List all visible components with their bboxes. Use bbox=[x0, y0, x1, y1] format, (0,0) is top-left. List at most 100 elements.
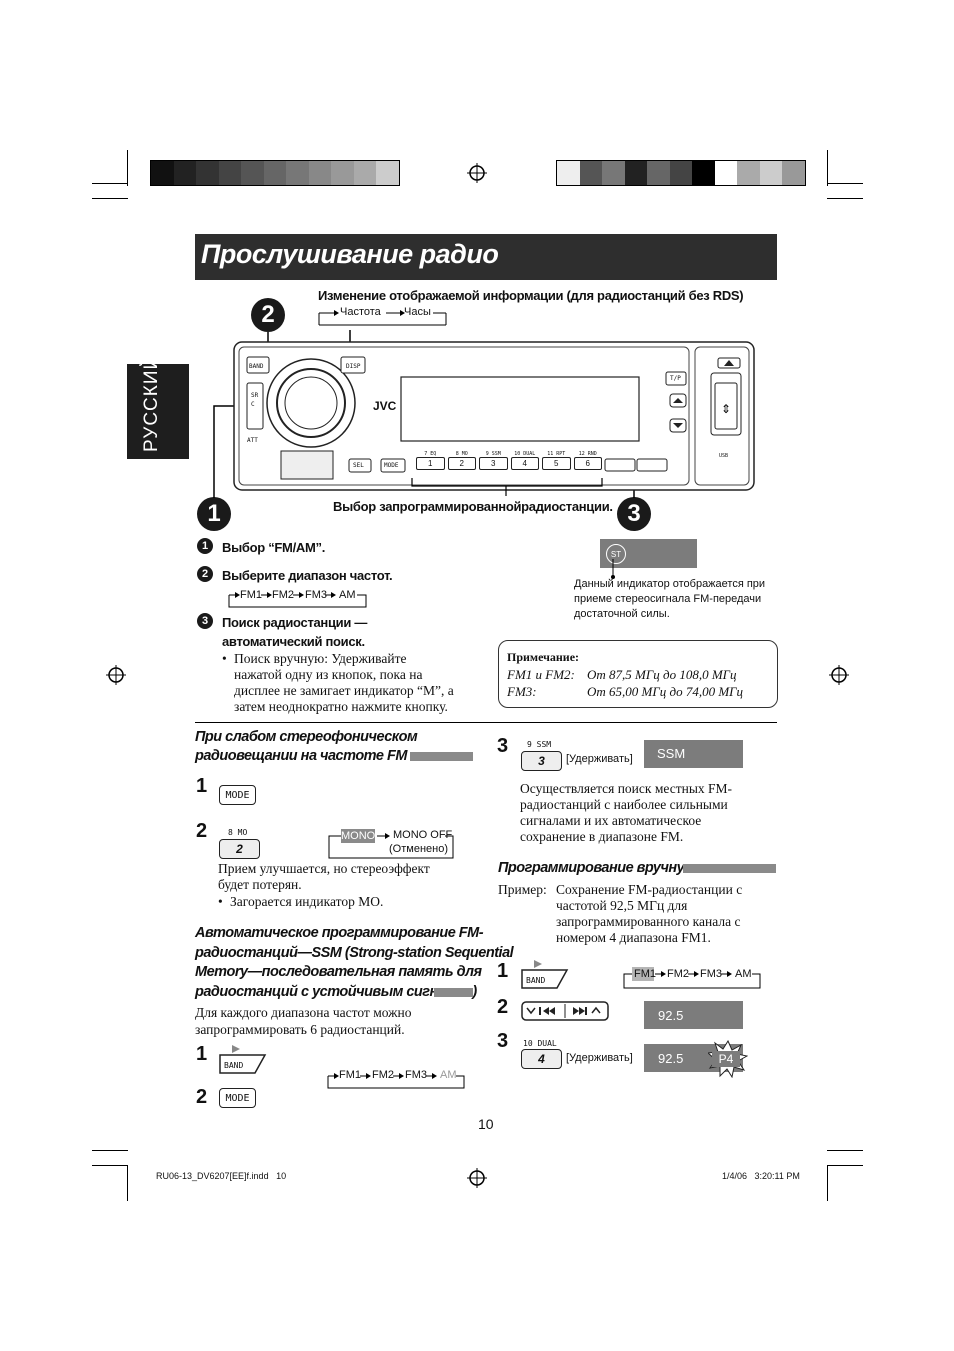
mode-button[interactable]: MODE bbox=[219, 785, 256, 805]
disp-button-label: DISP bbox=[346, 363, 361, 370]
ssm-cycle-am: AM bbox=[440, 1069, 457, 1081]
manual-search-line2: нажатой одну из кнопок, пока на bbox=[234, 667, 423, 682]
callout-3: 3 bbox=[617, 497, 651, 531]
ssm-cycle-fm1: FM1 bbox=[339, 1069, 361, 1081]
weak-fm-text-line1: Прием улучшается, но стереоэффект bbox=[218, 861, 430, 876]
band-cycle-fm2: FM2 bbox=[272, 589, 294, 601]
weak-fm-bullet-text: Загорается индикатор MO. bbox=[230, 894, 384, 909]
example-line1: Сохранение FM-радиостанции с bbox=[556, 882, 743, 897]
usb-label: USB bbox=[719, 453, 729, 459]
footer-file: RU06-13_DV6207[EE]f.indd 10 bbox=[156, 1171, 287, 1181]
step-main-3-marker: 3 bbox=[197, 613, 213, 629]
registration-mark-bottom bbox=[467, 1168, 487, 1188]
manual-cycle-fm1: FM1 bbox=[634, 968, 656, 980]
heading-bar bbox=[434, 988, 473, 997]
page-title-bar: Прослушивание радио bbox=[195, 234, 777, 280]
registration-mark-top bbox=[467, 163, 487, 183]
manual-search-line4: затем неоднократно нажмите кнопку. bbox=[234, 699, 448, 714]
manual-search-bullet: • bbox=[222, 651, 227, 666]
manual-search-line1: Поиск вручную: Удерживайте bbox=[234, 651, 407, 666]
manual-step1-num: 1 bbox=[497, 960, 509, 982]
mode-button[interactable]: MODE bbox=[219, 1088, 256, 1108]
band-button-ssm[interactable] bbox=[219, 1043, 267, 1075]
ssm-heading-line1: Автоматическое программирование FM- bbox=[195, 925, 484, 941]
manual-cycle-fm2: FM2 bbox=[667, 968, 689, 980]
weak-fm-step2-num: 2 bbox=[196, 820, 208, 842]
ssm-result-line3: сигналами и их автоматическое bbox=[520, 813, 702, 828]
tp-button-label: T/P bbox=[670, 375, 681, 382]
heading-bar bbox=[410, 752, 473, 761]
ssm-heading-line2: радиостанций—SSM (Strong-station Sequent… bbox=[195, 945, 514, 961]
ssm-band-cycle-arrows bbox=[327, 1073, 465, 1089]
tuning-buttons[interactable] bbox=[521, 1001, 609, 1021]
manual-step3-num: 3 bbox=[497, 1030, 509, 1052]
preset-3-button[interactable]: 3 bbox=[521, 751, 562, 771]
page-number: 10 bbox=[478, 1116, 494, 1132]
band-cycle-arrows bbox=[228, 592, 367, 608]
manual-cycle-am: AM bbox=[735, 968, 752, 980]
ssm-step2-num: 2 bbox=[196, 1086, 208, 1108]
callout-2: 2 bbox=[251, 298, 285, 332]
ssm-text-line1: Для каждого диапазона частот можно bbox=[195, 1005, 412, 1020]
display-caption: Изменение отображаемой информации (для р… bbox=[318, 288, 744, 303]
sel-button-label: SEL bbox=[353, 462, 364, 469]
weak-fm-text-line2: будет потерян. bbox=[218, 877, 302, 892]
preset-bracket bbox=[411, 478, 603, 496]
fm1-highlight bbox=[632, 967, 654, 981]
heading-bar bbox=[683, 864, 776, 873]
language-tab: РУССКИЙ bbox=[127, 355, 189, 459]
manual-search-line3: дисплее не замигает индикатор “M”, а bbox=[234, 683, 454, 698]
ssm-cycle-fm2: FM2 bbox=[372, 1069, 394, 1081]
preset-caption: Выбор запрограммированнойрадиостанции. bbox=[333, 499, 613, 514]
band-cycle-am: AM bbox=[339, 589, 356, 601]
att-button-label: ATT bbox=[247, 437, 258, 444]
mono-off-note: (Отменено) bbox=[389, 843, 448, 855]
stereo-description: Данный индикатор отображается при приеме… bbox=[574, 578, 766, 620]
stereo-pointer bbox=[611, 559, 615, 579]
ssm-heading-line3: Memory—последовательная память для bbox=[195, 964, 482, 980]
ssm-result-line1: Осуществляется поиск местных FM- bbox=[520, 781, 733, 796]
mono-cycle-arrows bbox=[328, 833, 454, 859]
step-main-3-line2: автоматический поиск. bbox=[222, 634, 365, 649]
ssm-step3-num: 3 bbox=[497, 735, 509, 757]
ssm-button-caption: 9 SSM bbox=[527, 740, 552, 749]
ssm-display: SSM bbox=[644, 740, 743, 768]
ssm-heading-line4: радиостанций с устойчивым сигналом) bbox=[195, 984, 477, 1000]
callout-1: 1 bbox=[197, 497, 231, 531]
manual-step2-num: 2 bbox=[497, 996, 509, 1018]
example-line2: частотой 92,5 МГц для bbox=[556, 898, 688, 913]
preset-4-button[interactable]: 4 bbox=[521, 1049, 562, 1069]
example-label: Пример: bbox=[498, 882, 547, 897]
color-bar-right bbox=[556, 160, 806, 186]
weak-fm-heading-line1: При слабом стереофоническом bbox=[195, 729, 418, 745]
display-cycle-arrows bbox=[318, 310, 447, 326]
step-main-1-marker: 1 bbox=[197, 538, 213, 554]
mono-off-label: MONO OFF bbox=[393, 829, 453, 841]
display-freq-label: Частота bbox=[340, 306, 381, 318]
brand-logo: JVC bbox=[373, 399, 397, 413]
band-button-label: BAND bbox=[224, 1061, 244, 1070]
language-label: РУССКИЙ bbox=[141, 354, 162, 452]
display-clock-label: Часы bbox=[404, 306, 431, 318]
preset-2-button[interactable]: 2 bbox=[219, 839, 260, 859]
band-button-label: BAND bbox=[249, 363, 264, 370]
step-main-2-marker: 2 bbox=[197, 566, 213, 582]
car-receiver-illustration: ⇕ BAND DISP SRC ATT JVC T/P SEL MODE USB… bbox=[233, 341, 755, 491]
step-main-1-text: Выбор “FM/AM”. bbox=[222, 540, 326, 555]
note-row2-value: От 65,00 МГц до 74,00 МГц bbox=[587, 684, 744, 699]
ssm-cycle-fm3: FM3 bbox=[405, 1069, 427, 1081]
note-row1-label: FM1 и FM2: bbox=[507, 667, 575, 682]
note-row1-value: От 87,5 МГц до 108,0 МГц bbox=[587, 667, 737, 682]
band-button-manual[interactable] bbox=[521, 958, 569, 990]
color-bar-left bbox=[150, 160, 400, 186]
ssm-result-line2: радиостанций с наиболее сильными bbox=[520, 797, 728, 812]
example-line3: запрограммированного канала с bbox=[556, 914, 741, 929]
ssm-step1-num: 1 bbox=[196, 1043, 208, 1065]
registration-mark-right bbox=[829, 665, 849, 685]
band-cycle-fm3: FM3 bbox=[305, 589, 327, 601]
